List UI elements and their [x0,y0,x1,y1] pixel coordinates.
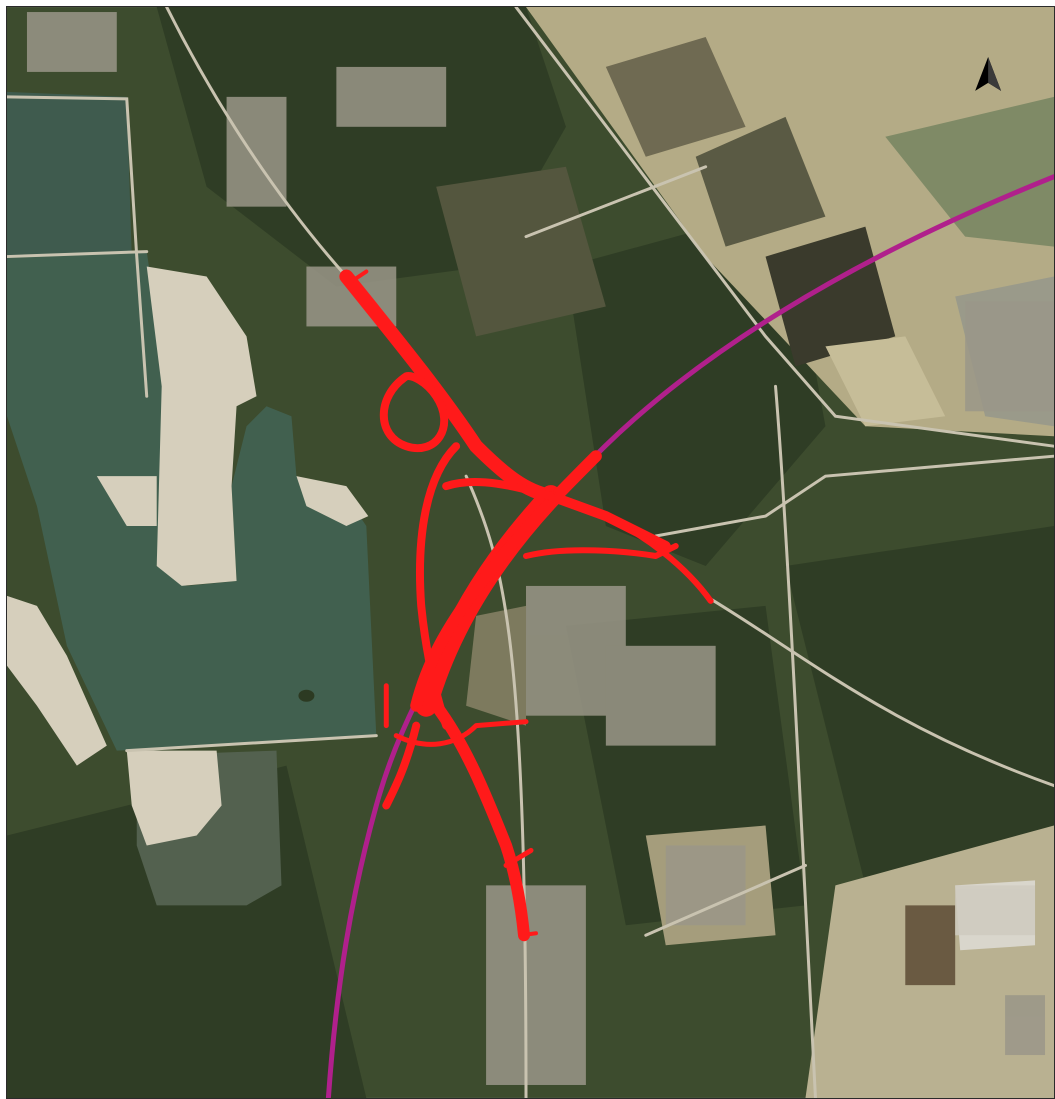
field-west [436,166,606,337]
aerial-map[interactable] [7,7,1054,1098]
interchange-overlay [339,269,714,942]
north-arrow-icon [975,56,1002,91]
roads [7,7,1054,1098]
settlements [26,12,1054,1085]
sand-banks [7,266,369,846]
map-frame [6,6,1055,1099]
field-center [466,605,527,726]
